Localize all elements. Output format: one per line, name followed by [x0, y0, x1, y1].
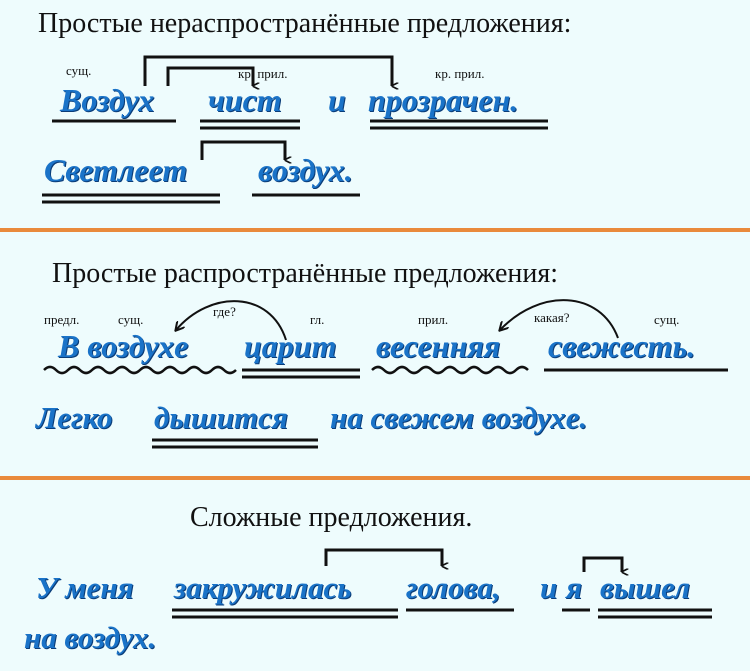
word-predicate: царит [244, 328, 337, 364]
word-adverbial: У меня [36, 570, 134, 605]
section-separator [0, 476, 750, 480]
word-predicate: прозрачен. [368, 82, 519, 118]
question-label: где? [213, 304, 236, 319]
word-attribute: весенняя [376, 328, 501, 364]
section-title: Простые нераспространённые предложения: [38, 8, 572, 39]
pos-label-preposition: предл. [44, 312, 80, 327]
word-predicate: вышел [600, 570, 691, 605]
pos-label-noun: сущ. [66, 63, 92, 78]
word-adverbial: Легко [36, 400, 113, 435]
pos-label-verb: гл. [310, 312, 325, 327]
pos-label-noun: сущ. [118, 312, 144, 327]
section-simple-extended: Простые распространённые предложения: пр… [0, 232, 750, 476]
section-separator [0, 228, 750, 232]
word-predicate: Светлеет [44, 152, 188, 188]
word-adverbial: на свежем воздухе. [330, 400, 588, 435]
section-simple-non-extended: Простые нераспространённые предложения: … [0, 0, 750, 228]
section-complex: Сложные предложения. У меня закружилась … [0, 480, 750, 671]
word-subject: голова, [406, 570, 501, 605]
pos-label-noun: сущ. [654, 312, 680, 327]
word-predicate: дышится [154, 400, 288, 435]
word-subject: свежесть. [548, 328, 696, 364]
word-adverbial: В воздухе [58, 328, 189, 364]
word-adverbial: на воздух. [24, 620, 157, 655]
word-predicate: закружилась [174, 570, 352, 605]
word-conjunction: и [328, 82, 346, 118]
pos-label-short-adj: кр. прил. [238, 66, 288, 81]
pos-label-short-adj: кр. прил. [435, 66, 485, 81]
pos-label-adjective: прил. [418, 312, 449, 327]
word-conjunction: и [540, 570, 558, 605]
word-subject: Воздух [60, 82, 155, 118]
word-predicate: чист [208, 82, 282, 118]
section-title: Сложные предложения. [190, 502, 473, 533]
word-subject: я [566, 570, 582, 605]
question-label: какая? [534, 310, 570, 325]
section-title: Простые распространённые предложения: [52, 258, 559, 289]
word-subject: воздух. [258, 152, 353, 188]
